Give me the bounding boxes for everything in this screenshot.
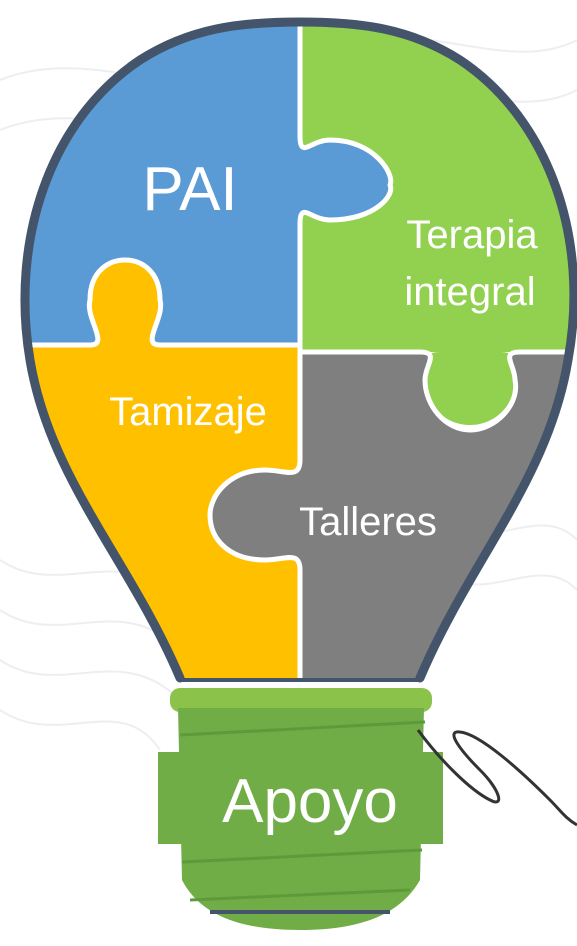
label-pai: PAI [142, 155, 237, 224]
apoyo-band [158, 752, 443, 844]
bulb-base: Apoyo [158, 688, 443, 930]
bulb-outline [20, 17, 577, 683]
label-terapia-line1: Terapia [406, 213, 538, 257]
cord [416, 729, 577, 827]
label-apoyo: Apoyo [222, 767, 398, 836]
label-tamizaje: Tamizaje [109, 390, 267, 434]
label-terapia-line2: integral [404, 270, 535, 314]
label-talleres: Talleres [299, 500, 437, 544]
